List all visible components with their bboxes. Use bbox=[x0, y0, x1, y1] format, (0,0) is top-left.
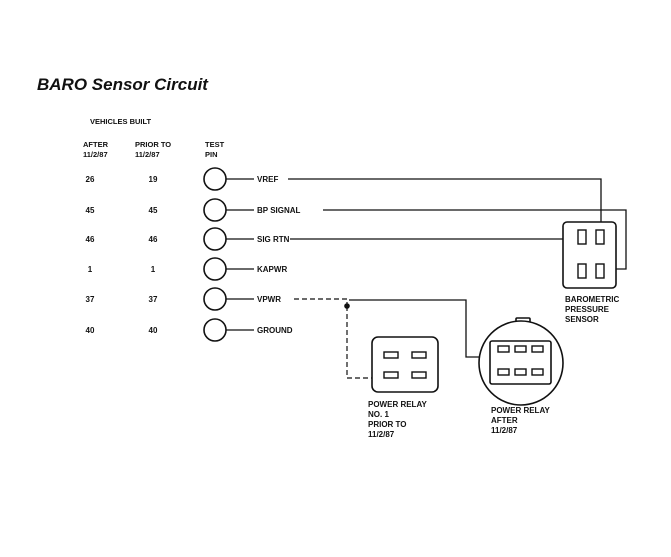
pin-after: 1 bbox=[88, 265, 93, 274]
sensor-caption-line2: PRESSURE bbox=[565, 305, 610, 314]
relay-1-caption-line4: 11/2/87 bbox=[368, 430, 395, 439]
signal-label: SIG RTN bbox=[257, 235, 290, 244]
test-pin-circle bbox=[203, 318, 227, 342]
pin-prior: 40 bbox=[149, 326, 158, 335]
pin-after: 45 bbox=[86, 206, 95, 215]
sensor-housing bbox=[562, 221, 617, 289]
relay-2-terminal bbox=[531, 368, 544, 376]
header-prior-to: PRIOR TO bbox=[135, 140, 171, 149]
row-vref: 26 19 VREF bbox=[86, 167, 278, 191]
pin-after: 40 bbox=[86, 326, 95, 335]
barometric-pressure-sensor bbox=[562, 221, 617, 289]
row-sig-rtn: 46 46 SIG RTN bbox=[86, 227, 290, 251]
power-relay-no-1 bbox=[371, 336, 439, 393]
relay-2-terminal bbox=[514, 368, 527, 376]
relay-2-caption-line1: POWER RELAY bbox=[491, 406, 550, 415]
relay-2-terminal bbox=[497, 345, 510, 353]
header-pin: PIN bbox=[205, 150, 218, 159]
pin-after: 37 bbox=[86, 295, 95, 304]
pin-prior: 45 bbox=[149, 206, 158, 215]
relay-1-terminal bbox=[383, 371, 399, 379]
relay-1-wire bbox=[346, 306, 376, 379]
row-bp-signal: 45 45 BP SIGNAL bbox=[86, 198, 301, 222]
relay-2-terminal bbox=[531, 345, 544, 353]
test-pin-circle bbox=[203, 287, 227, 311]
test-pin-circle bbox=[203, 227, 227, 251]
pin-prior: 46 bbox=[149, 235, 158, 244]
signal-label: BP SIGNAL bbox=[257, 206, 301, 215]
sensor-caption-line1: BAROMETRIC bbox=[565, 295, 619, 304]
relay-2-caption-line3: 11/2/87 bbox=[491, 426, 518, 435]
signal-label: VPWR bbox=[257, 295, 281, 304]
header-after-date: 11/2/87 bbox=[83, 150, 108, 159]
sensor-caption-line3: SENSOR bbox=[565, 315, 599, 324]
test-pin-circle bbox=[203, 198, 227, 222]
vref-wire bbox=[288, 178, 602, 228]
relay-1-caption-line1: POWER RELAY bbox=[368, 400, 427, 409]
relay-1-housing bbox=[371, 336, 439, 393]
pin-prior: 19 bbox=[149, 175, 158, 184]
signal-label: VREF bbox=[257, 175, 278, 184]
relay-1-terminal bbox=[411, 371, 427, 379]
header-after: AFTER bbox=[83, 140, 109, 149]
test-pin-circle bbox=[203, 167, 227, 191]
diagram-title: BARO Sensor Circuit bbox=[37, 75, 209, 94]
header-test: TEST bbox=[205, 140, 225, 149]
relay-1-terminal bbox=[411, 351, 427, 359]
power-relay-after bbox=[478, 317, 564, 406]
pin-after: 26 bbox=[86, 175, 95, 184]
relay-2-terminal bbox=[497, 368, 510, 376]
relay-1-caption-line3: PRIOR TO bbox=[368, 420, 407, 429]
sensor-terminal bbox=[577, 229, 587, 245]
sensor-terminal bbox=[577, 263, 587, 279]
relay-2-wire bbox=[349, 299, 486, 358]
test-pin-circle bbox=[203, 257, 227, 281]
sensor-terminal bbox=[595, 229, 605, 245]
relay-1-caption-line2: NO. 1 bbox=[368, 410, 389, 419]
header-prior-to-date: 11/2/87 bbox=[135, 150, 160, 159]
relay-2-terminal bbox=[514, 345, 527, 353]
sensor-terminal bbox=[595, 263, 605, 279]
row-vpwr: 37 37 VPWR bbox=[86, 287, 281, 311]
relay-2-caption-line2: AFTER bbox=[491, 416, 518, 425]
signal-label: KAPWR bbox=[257, 265, 287, 274]
pin-prior: 37 bbox=[149, 295, 158, 304]
pin-prior: 1 bbox=[151, 265, 156, 274]
vpwr-wire bbox=[294, 298, 348, 306]
header-vehicles-built: VEHICLES BUILT bbox=[90, 117, 152, 126]
signal-label: GROUND bbox=[257, 326, 293, 335]
pin-after: 46 bbox=[86, 235, 95, 244]
row-ground: 40 40 GROUND bbox=[86, 318, 293, 342]
row-kapwr: 1 1 KAPWR bbox=[88, 257, 287, 281]
relay-1-terminal bbox=[383, 351, 399, 359]
